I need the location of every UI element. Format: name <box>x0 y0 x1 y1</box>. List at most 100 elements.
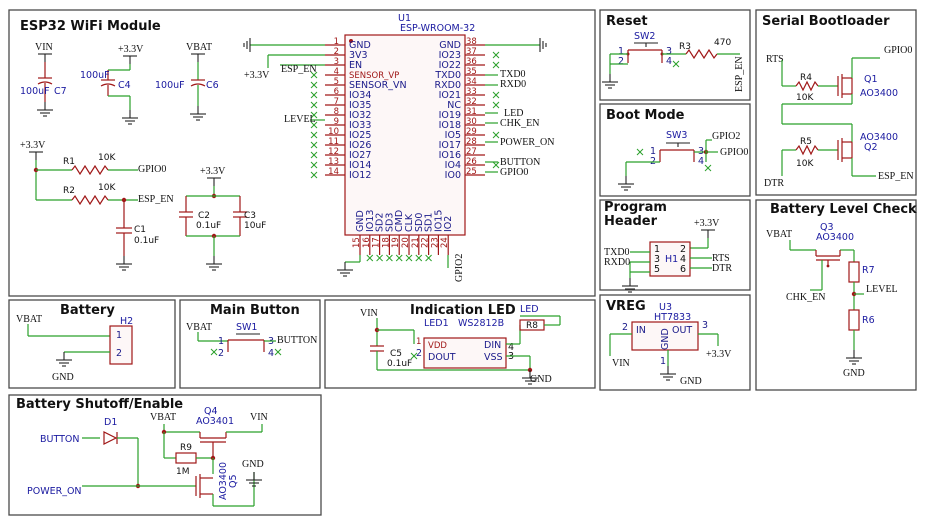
esp32-pin-label: IO32 <box>349 110 371 121</box>
svg-text:+3.3V: +3.3V <box>118 44 144 55</box>
svg-text:RTS: RTS <box>712 253 730 264</box>
svg-text:10K: 10K <box>796 93 814 103</box>
esp32-pin-label: 3V3 <box>349 50 368 61</box>
cap-c4: +3.3V 100uF C4 <box>80 44 144 125</box>
reset-section <box>599 9 751 101</box>
esp32-pin-number: 3 <box>334 57 339 67</box>
svg-text:RTS: RTS <box>766 54 784 65</box>
esp32-pin-label: IO18 <box>439 120 461 131</box>
svg-text:C5: C5 <box>390 349 402 359</box>
svg-text:0.1uF: 0.1uF <box>134 236 159 246</box>
no-connect-icon <box>492 61 500 69</box>
svg-text:4: 4 <box>508 342 514 353</box>
serial-bootloader-circuit: RTS R4 10K Q1 AO3400 GPIO0 R5 10K Q2 A <box>764 45 914 189</box>
esp32-pin-number: 20 <box>401 237 411 248</box>
svg-text:TXD0: TXD0 <box>500 69 526 80</box>
indication-led-title: Indication LED <box>410 303 516 318</box>
svg-text:LED1: LED1 <box>424 318 449 329</box>
no-connect-icon <box>492 131 500 139</box>
decoupling-caps: +3.3V C2 0.1uF C3 10uF <box>179 166 266 271</box>
esp32-pin-label: GND <box>349 40 371 51</box>
battery-shutoff-section <box>8 394 322 516</box>
svg-text:DOUT: DOUT <box>428 352 456 363</box>
led-ws2812b <box>423 337 507 369</box>
esp32-pin-2: 2 3V3 <box>325 47 368 61</box>
esp32-pin-number: 21 <box>411 237 421 248</box>
esp32-pin-number: 17 <box>372 237 382 248</box>
esp32-pin-label: IO22 <box>439 60 461 71</box>
esp32-pin-label: EN <box>349 60 362 71</box>
svg-text:VIN: VIN <box>360 308 378 319</box>
no-connect-icon <box>310 141 318 149</box>
esp32-right-pins: 38GND37IO2336IO2235TXD034RXD033IO2132NC3… <box>434 37 500 181</box>
vreg-circuit: U3 HT7833 IN OUT GND 2 3 1 VIN +3.3V GND <box>609 302 732 387</box>
svg-text:AO3400: AO3400 <box>860 88 898 99</box>
battery-shutoff-circuit: BUTTON D1 POWER_ON VBAT Q4 AO3401 VIN R9… <box>27 406 268 507</box>
svg-text:H1: H1 <box>665 254 678 265</box>
svg-text:1: 1 <box>218 336 224 347</box>
svg-text:1: 1 <box>650 146 656 157</box>
no-connect-icon <box>425 254 433 262</box>
svg-text:CHK_EN: CHK_EN <box>500 118 539 129</box>
svg-text:POWER_ON: POWER_ON <box>27 486 82 497</box>
program-header-section <box>599 199 751 291</box>
svg-text:SW1: SW1 <box>236 322 257 333</box>
battery-level-title: Battery Level Check <box>770 202 917 217</box>
svg-text:R5: R5 <box>800 137 812 147</box>
battery-shutoff-title: Battery Shutoff/Enable <box>16 397 183 412</box>
vreg-section <box>599 294 751 391</box>
esp32-pin-label: RXD0 <box>435 80 461 91</box>
esp32-pin-3: 3 EN <box>325 57 362 71</box>
svg-text:+3.3V: +3.3V <box>694 218 720 229</box>
svg-text:R2: R2 <box>63 186 75 196</box>
esp32-pin-label: IO35 <box>349 100 371 111</box>
svg-text:1: 1 <box>660 356 666 367</box>
esp32-pin-number: 2 <box>334 47 339 57</box>
svg-text:RXD0: RXD0 <box>500 79 526 90</box>
esp32-pin-label: CMD <box>394 210 405 232</box>
boot-mode-section <box>599 103 751 197</box>
no-connect-icon <box>492 161 500 169</box>
svg-text:100uF: 100uF <box>155 80 185 91</box>
svg-text:GPIO0: GPIO0 <box>138 164 166 175</box>
battery-circuit: VBAT H2 1 2 GND <box>16 314 133 383</box>
svg-text:R1: R1 <box>63 157 75 167</box>
svg-text:2: 2 <box>218 348 224 359</box>
esp32-pin-label: IO14 <box>349 160 371 171</box>
esp32-pin-label: IO4 <box>445 160 461 171</box>
svg-text:AO3400: AO3400 <box>860 132 898 143</box>
svg-text:Q5: Q5 <box>228 474 239 488</box>
no-connect-icon <box>310 91 318 99</box>
esp32-pin-number: 32 <box>466 97 477 107</box>
esp32-bottom-pins: GND15IO1316SD217SD318CMD19CLK20SD021SD12… <box>352 210 454 262</box>
esp32-title: ESP32 WiFi Module <box>20 19 161 34</box>
no-connect-icon <box>310 161 318 169</box>
reset-title: Reset <box>606 14 648 29</box>
no-connect-icon <box>492 101 500 109</box>
svg-text:TXD0: TXD0 <box>604 247 630 258</box>
svg-text:+3.3V: +3.3V <box>200 166 226 177</box>
svg-text:GND: GND <box>52 372 74 383</box>
svg-text:6: 6 <box>680 264 686 275</box>
esp32-pin-number: 26 <box>466 157 477 167</box>
svg-text:470: 470 <box>714 38 731 48</box>
no-connect-icon <box>492 51 500 59</box>
svg-text:GPIO0: GPIO0 <box>500 167 528 178</box>
esp32-pin-label: IO13 <box>365 210 376 232</box>
